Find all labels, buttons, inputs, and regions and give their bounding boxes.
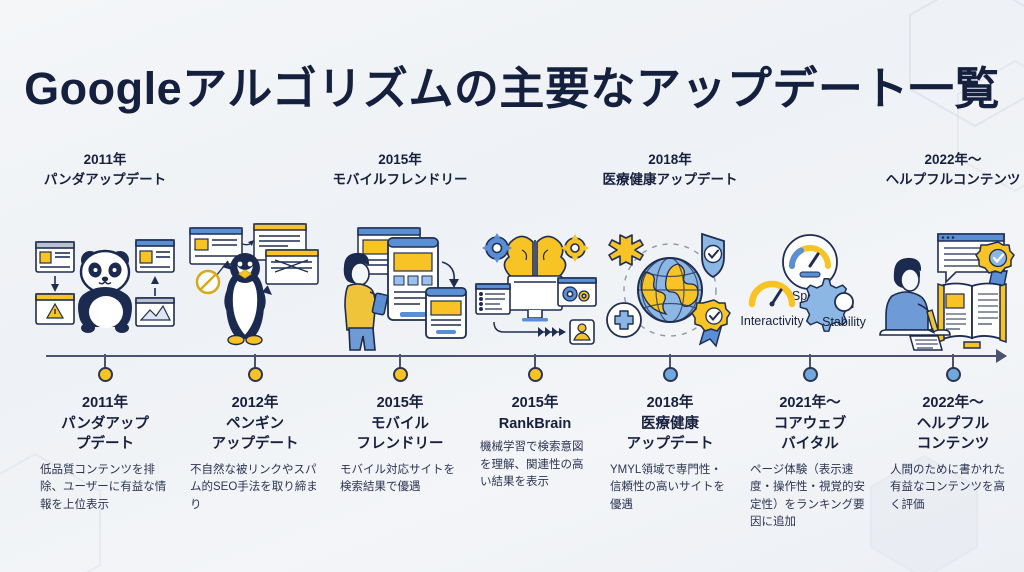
core-web-vitals-gauges-icon: Speed Interactivity Stability [740, 206, 880, 354]
caption-heading: 2018年 医療健康 アップデート [626, 395, 714, 453]
top-label-year: 2022年〜 [924, 152, 982, 167]
page-title: Googleアルゴリズムの主要なアップデート一覧 [24, 63, 1000, 114]
caption-description: 不自然な被リンクやスパム的SEO手法を取り締まり [190, 463, 318, 511]
writer-book-badge-icon [879, 206, 1024, 354]
timeline-caption-mobile-friendly: 2015年 モバイル フレンドリー モバイル対応サイトを検索結果で優遇 [330, 393, 470, 497]
timeline-caption-penguin: 2012年 ペンギン アップデート 不自然な被リンクやスパム的SEO手法を取り締… [180, 393, 330, 514]
panda-figure [78, 249, 132, 333]
timeline-dot-panda[interactable] [97, 367, 113, 382]
top-label-mobile-friendly: 2015年 モバイルフレンドリー [333, 150, 468, 206]
timeline-caption-helpful-content: 2022年〜 ヘルプフル コンテンツ 人間のために書かれた有益なコンテンツを高く… [880, 393, 1024, 514]
interactivity-gauge-icon [748, 280, 796, 308]
medical-globe-icon [600, 206, 740, 354]
timeline-stem [534, 354, 536, 368]
top-label-panda: 2011年 パンダアップデート [44, 150, 166, 206]
medical-star-icon [608, 234, 644, 266]
timeline-stem [104, 354, 106, 368]
caption-description: 低品質コンテンツを排除、ユーザーに有益な情報を上位表示 [40, 463, 167, 511]
caption-description: モバイル対応サイトを検索結果で優遇 [340, 463, 455, 494]
timeline-axis [46, 349, 1007, 363]
timeline-dot-rankbrain[interactable] [527, 367, 543, 382]
person-with-phone [343, 252, 389, 351]
brain-computer-icon [470, 206, 600, 354]
gauge-label-interactivity: Interactivity [740, 314, 804, 328]
timeline-dot-helpful-content[interactable] [945, 367, 961, 382]
stability-gear-icon [799, 278, 854, 332]
timeline-dot-penguin[interactable] [247, 367, 263, 382]
timeline-stem [669, 354, 671, 368]
timeline-item-core-web-vitals[interactable]: Speed Interactivity Stability 2021年〜 コアウ… [740, 150, 880, 572]
timeline-item-mobile-friendly[interactable]: 2015年 モバイルフレンドリー [330, 150, 470, 572]
open-book-icon [937, 282, 1007, 349]
top-label-year: 2015年 [378, 152, 422, 167]
timeline-dot-core-web-vitals[interactable] [802, 367, 818, 382]
top-label-name: パンダアップデート [43, 171, 167, 187]
medical-cross-icon [606, 302, 642, 338]
timeline-item-rankbrain[interactable]: 2015年 RankBrain 機械学習で検索意図を理解、関連性の高い結果を表示 [470, 150, 600, 572]
panda-icon [30, 206, 180, 354]
globe-icon [637, 257, 703, 323]
timeline-caption-rankbrain: 2015年 RankBrain 機械学習で検索意図を理解、関連性の高い結果を表示 [470, 393, 600, 492]
gauge-label-stability: Stability [822, 315, 867, 329]
timeline-item-panda[interactable]: 2011年 パンダアップデート [30, 150, 180, 572]
timeline-item-helpful-content[interactable]: 2022年〜 ヘルプフルコンテンツ [879, 150, 1024, 572]
caption-heading: 2022年〜 ヘルプフル コンテンツ [916, 395, 990, 453]
caption-description: 機械学習で検索意図を理解、関連性の高い結果を表示 [480, 441, 584, 489]
top-label-name: モバイルフレンドリー [332, 171, 468, 187]
timeline-caption-panda: 2011年 パンダアップ プデート 低品質コンテンツを排除、ユーザーに有益な情報… [30, 393, 180, 514]
timeline-stem [399, 354, 401, 368]
caption-heading: 2015年 モバイル フレンドリー [356, 395, 444, 453]
timeline-caption-medical-health: 2018年 医療健康 アップデート YMYL領域で専門性・信頼性の高いサイトを優… [600, 393, 740, 514]
penguin-figure [224, 253, 266, 346]
top-label-helpful-content: 2022年〜 ヘルプフルコンテンツ [886, 150, 1021, 206]
timeline-dot-mobile-friendly[interactable] [392, 367, 408, 382]
penguin-icon [180, 206, 330, 354]
award-badge-icon [691, 299, 731, 348]
caption-heading: 2011年 パンダアップ プデート [61, 395, 149, 453]
timeline-stem [809, 354, 811, 368]
mobile-friendly-icon [330, 206, 470, 354]
timeline-item-penguin[interactable]: 2012年 ペンギン アップデート 不自然な被リンクやスパム的SEO手法を取り締… [180, 150, 330, 572]
caption-heading: 2021年〜 コアウェブ バイタル [773, 395, 847, 453]
top-label-name: 医療健康アップデート [602, 171, 738, 187]
top-label-year: 2018年 [648, 152, 692, 167]
top-label-year: 2011年 [83, 152, 127, 167]
caption-description: YMYL領域で専門性・信頼性の高いサイトを優遇 [610, 463, 725, 511]
timeline-arrow-icon [996, 349, 1007, 363]
shield-check-icon [701, 232, 725, 279]
timeline-stem [952, 354, 954, 368]
timeline-item-medical-health[interactable]: 2018年 医療健康アップデート [600, 150, 740, 572]
caption-heading: 2012年 ペンギン アップデート [211, 395, 299, 453]
top-label-name: ヘルプフルコンテンツ [885, 171, 1021, 187]
top-label-medical-health: 2018年 医療健康アップデート [603, 150, 738, 206]
caption-heading: 2015年 RankBrain [498, 395, 572, 432]
caption-description: ページ体験（表示速度・操作性・視覚的安定性）をランキング要因に追加 [750, 463, 865, 529]
timeline-columns: 2011年 パンダアップデート [30, 150, 1020, 572]
timeline-dot-medical-health[interactable] [662, 367, 678, 382]
writer-person-figure [879, 257, 951, 351]
timeline-stem [254, 354, 256, 368]
timeline-caption-core-web-vitals: 2021年〜 コアウェブ バイタル ページ体験（表示速度・操作性・視覚的安定性）… [740, 393, 880, 532]
caption-description: 人間のために書かれた有益なコンテンツを高く評価 [890, 463, 1005, 511]
